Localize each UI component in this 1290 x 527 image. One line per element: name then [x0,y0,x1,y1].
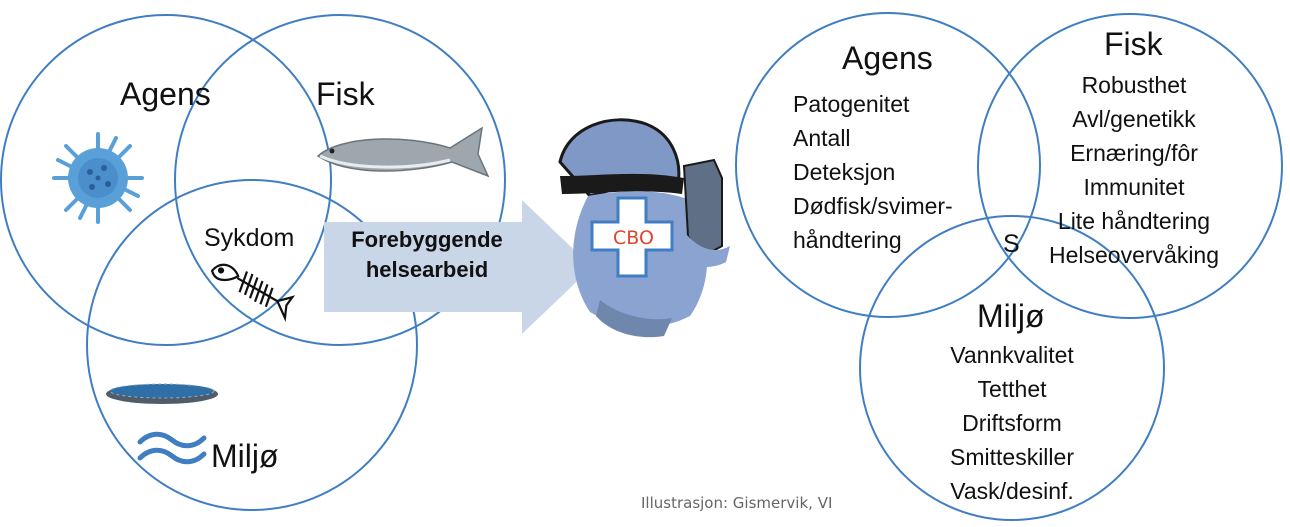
left-miljo-label: Miljø [211,438,279,474]
arrow-label-line2: helsearbeid [365,257,489,282]
left-circle-agens [0,14,332,346]
list-item: Antall [793,125,851,151]
list-item: Robusthet [1081,72,1187,98]
list-item: Ernæring/fôr [1070,140,1198,166]
arrow-label: Forebyggende helsearbeid [332,225,522,285]
left-circle-fisk [174,14,506,346]
right-miljo-title: Miljø [977,298,1045,334]
list-item: Patogenitet [793,91,910,117]
list-item: Avl/genetikk [1072,106,1196,132]
list-item: Driftsform [962,410,1062,436]
arrow-label-line1: Forebyggende [351,227,503,252]
center-letter: S [1003,230,1020,258]
right-agens-title: Agens [842,40,933,76]
right-agens-list: Patogenitet Antall Deteksjon Dødfisk/svi… [793,87,953,257]
left-circle-miljo [86,179,418,511]
right-circle-fisk [977,13,1283,319]
right-circle-agens [735,12,1041,318]
list-item: Smitteskiller [950,444,1074,470]
left-fisk-label: Fisk [316,76,375,112]
list-item: Vask/desinf. [950,478,1074,504]
fish-skeleton-icon [210,263,296,322]
arrow-shape [324,200,592,334]
list-item: Helseovervåking [1048,242,1220,268]
net-pen-icon [106,383,218,404]
cbo-badge: CBO [613,227,654,249]
worker-figure [558,118,730,338]
list-item: Immunitet [1083,174,1185,200]
right-miljo-list: Vannkvalitet Tetthet Driftsform Smittesk… [912,338,1112,508]
list-item: Dødfisk/svimer- [793,193,953,219]
list-item: Tetthet [977,376,1047,402]
illustration-credit: Illustrasjon: Gismervik, VI [641,494,833,512]
list-item: håndtering [793,227,902,253]
list-item: Lite håndtering [1057,208,1211,234]
left-sykdom-label: Sykdom [204,224,295,252]
water-waves-icon [137,431,207,465]
left-agens-label: Agens [120,76,211,112]
right-circle-miljo [859,215,1165,521]
fish-icon [316,126,490,178]
list-item: Deteksjon [793,159,896,185]
list-item: Vannkvalitet [950,342,1074,368]
right-fisk-title: Fisk [1104,26,1163,62]
microbe-icon [52,132,144,224]
right-fisk-list: Robusthet Avl/genetikk Ernæring/fôr Immu… [1034,68,1234,272]
